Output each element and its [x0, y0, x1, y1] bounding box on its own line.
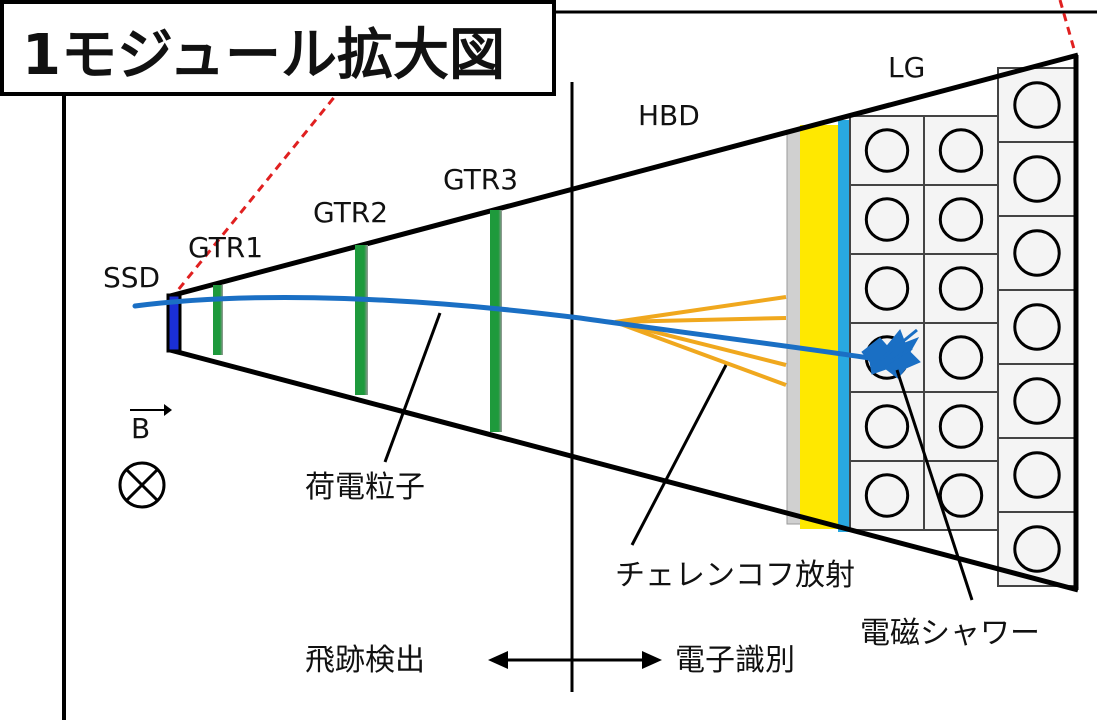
lg-cell — [923, 322, 999, 393]
charged-particle-track — [132, 294, 885, 363]
label-charged-particle: 荷電粒子 — [305, 470, 425, 505]
lg-cell — [997, 437, 1077, 513]
lg-cell — [997, 511, 1077, 587]
gtr2-layer — [355, 245, 368, 395]
lg-cell — [923, 184, 999, 255]
pmt-circle — [864, 197, 910, 242]
wedge-bottom-edge — [169, 347, 1079, 593]
lg-cell — [849, 184, 925, 255]
hbd-edge-left — [786, 129, 802, 525]
lg-cell — [997, 67, 1077, 143]
pointer-cherenkov — [630, 364, 728, 546]
ssd-detector — [166, 293, 182, 353]
label-gtr1: GTR1 — [188, 231, 263, 264]
pmt-circle — [938, 404, 984, 449]
title-box — [0, 0, 556, 96]
pmt-circle — [938, 197, 984, 242]
lg-cell — [849, 253, 925, 324]
lg-cell — [849, 460, 925, 531]
label-b-field: B — [131, 412, 150, 445]
label-ssd: SSD — [103, 261, 160, 294]
pointer-em-shower — [895, 369, 974, 601]
circle-cross-icon — [118, 461, 166, 509]
lg-cell — [997, 141, 1077, 217]
em-shower-splash — [861, 328, 921, 379]
lg-cell — [849, 115, 925, 186]
pointer-charged-particle — [383, 312, 442, 463]
double-arrow-icon — [488, 651, 662, 669]
pmt-circle — [1013, 451, 1061, 499]
lg-cell — [923, 115, 999, 186]
lg-cell — [923, 253, 999, 324]
pmt-circle — [938, 335, 984, 380]
label-lg: LG — [888, 51, 925, 84]
label-cherenkov: チェレンコフ放射 — [615, 558, 855, 593]
pmt-circle — [864, 473, 910, 518]
lg-cell — [849, 391, 925, 462]
gtr1-layer — [213, 285, 223, 355]
label-tracking: 飛跡検出 — [305, 643, 425, 678]
lg-cell — [923, 460, 999, 531]
lead-glass-grid — [849, 67, 1077, 587]
hbd-blue-edge — [838, 120, 850, 532]
pmt-circle — [1013, 81, 1061, 129]
wedge-top-edge — [169, 52, 1079, 299]
lg-cell — [997, 363, 1077, 439]
pmt-circle — [938, 128, 984, 173]
pmt-circle — [1013, 303, 1061, 351]
label-electron-id: 電子識別 — [675, 643, 795, 678]
pmt-circle — [938, 266, 984, 311]
page-title: 1モジュール拡大図 — [22, 23, 505, 88]
label-gtr3: GTR3 — [443, 163, 518, 196]
label-em-shower: 電磁シャワー — [860, 616, 1040, 651]
label-gtr2: GTR2 — [313, 196, 388, 229]
lg-cell — [997, 289, 1077, 365]
pmt-circle — [1013, 377, 1061, 425]
pmt-circle — [1013, 229, 1061, 277]
gtr3-layer — [490, 210, 502, 432]
pmt-circle — [938, 473, 984, 518]
label-hbd: HBD — [638, 99, 700, 132]
pmt-circle — [864, 128, 910, 173]
pmt-circle — [864, 266, 910, 311]
pmt-circle — [1013, 525, 1061, 573]
guide-dashed-left — [168, 89, 342, 301]
lg-cell — [997, 215, 1077, 291]
hbd-radiator — [800, 125, 838, 529]
pmt-circle — [864, 404, 910, 449]
guide-dashed-right — [1058, 0, 1078, 57]
lg-cell — [923, 391, 999, 462]
pmt-circle — [1013, 155, 1061, 203]
b-field-arrow-icon — [130, 404, 172, 416]
